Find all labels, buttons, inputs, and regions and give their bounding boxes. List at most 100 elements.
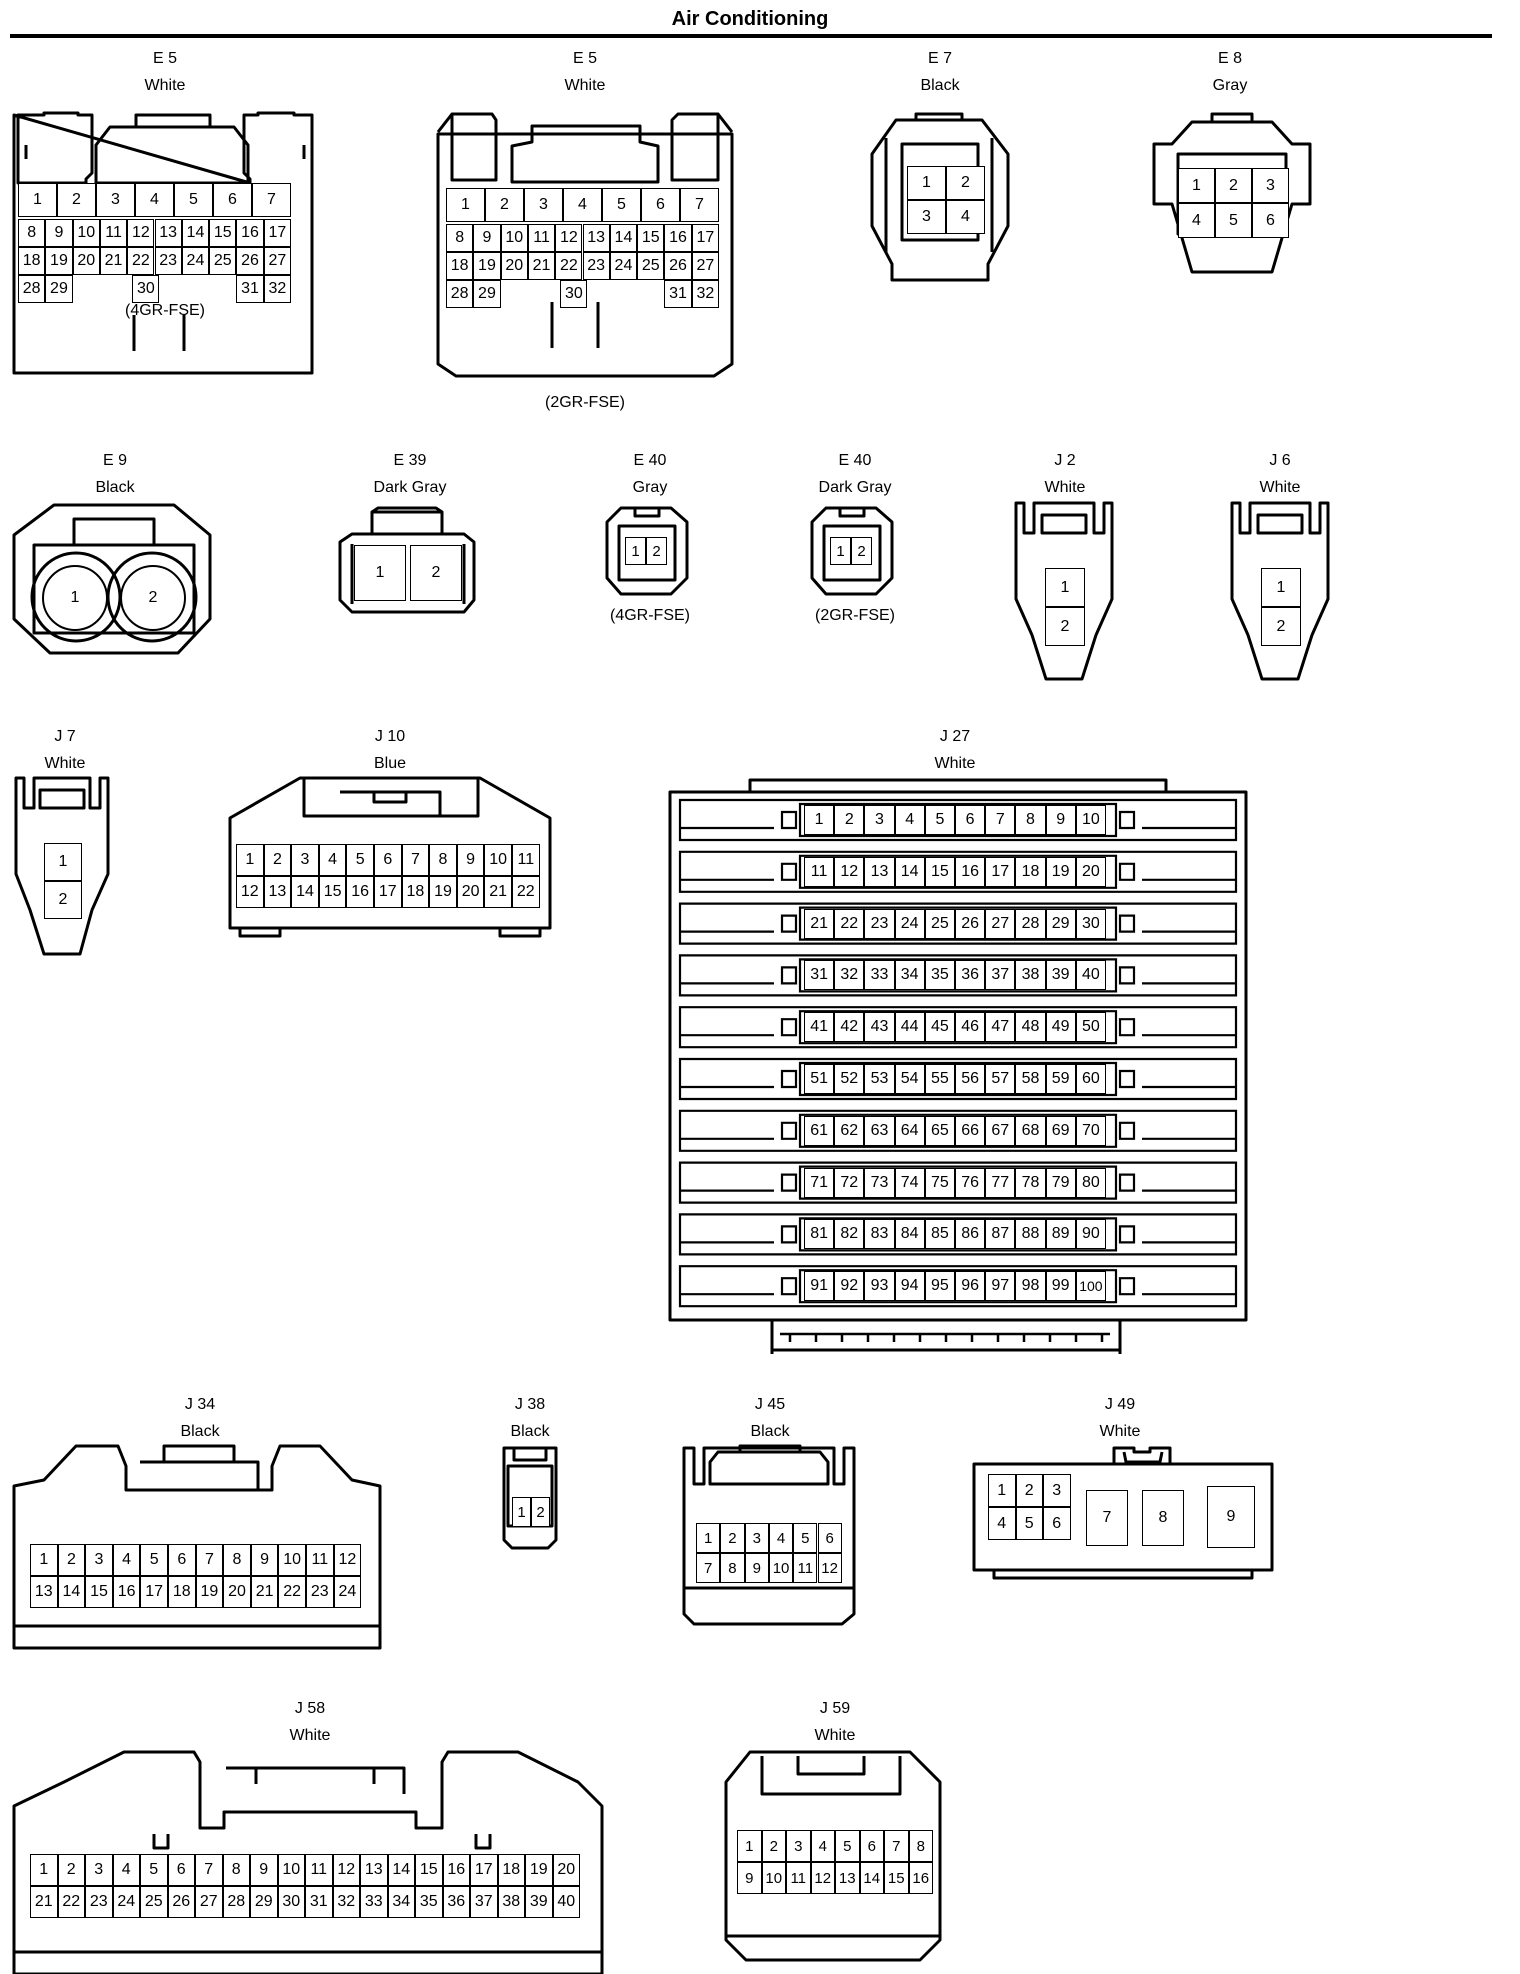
pin-cavity: 7 xyxy=(884,1830,909,1862)
pin-cavity: 2 xyxy=(1215,168,1252,203)
pin-cavity: 71 xyxy=(804,1167,835,1198)
pin-cavity: 13 xyxy=(582,224,610,252)
pin-cavity: 13 xyxy=(864,856,895,887)
pin-cavity: 4 xyxy=(894,805,925,835)
pin-cavity: 11 xyxy=(793,1553,818,1583)
pin-cavity: 9 xyxy=(456,844,485,876)
pin-cavity: 2 xyxy=(1015,1474,1043,1507)
connector-color: White xyxy=(814,1727,856,1744)
pin-cavity: 3 xyxy=(85,1544,113,1576)
pin-cavity: 8 xyxy=(1015,805,1046,835)
pin-cavity: 16 xyxy=(112,1576,141,1608)
pin-cavity: 3 xyxy=(85,1854,113,1886)
connector-color: White xyxy=(44,755,86,772)
pin-cavity: 7 xyxy=(401,844,430,876)
pin-cavity: 3 xyxy=(1043,1474,1071,1507)
pin-cavity: 4 xyxy=(1178,203,1215,238)
pin-cavity: 58 xyxy=(1015,1064,1046,1094)
pin-cavity: 20 xyxy=(456,876,485,908)
pin-cavity: 7 xyxy=(1086,1490,1128,1546)
pin-cavity: 32 xyxy=(691,280,719,308)
pin-cavity: 1 xyxy=(696,1523,721,1553)
title-rule xyxy=(10,34,1492,38)
pin-cavity: 28 xyxy=(18,275,46,303)
pin-cavity: 28 xyxy=(446,280,474,308)
pin-cavity: 17 xyxy=(985,856,1016,887)
connector-housing xyxy=(870,112,1010,282)
pin-cavity: 8 xyxy=(223,1544,251,1576)
pin-cavity: 2 xyxy=(946,166,985,200)
pin-cavity: 1 xyxy=(988,1474,1016,1507)
pin-cavity: 99 xyxy=(1045,1271,1076,1302)
pin-cavity: 31 xyxy=(664,280,692,308)
pin-cavity: 18 xyxy=(1015,856,1046,887)
pin-cavity: 12 xyxy=(817,1553,842,1583)
pin-cavity: 9 xyxy=(473,224,501,252)
pin-cavity: 27 xyxy=(263,247,291,275)
pin-cavity: 70 xyxy=(1075,1115,1106,1146)
pin-cavity: 21 xyxy=(250,1576,279,1608)
pin-cavity: 4 xyxy=(112,1544,141,1576)
pin-cavity: 13 xyxy=(835,1862,860,1894)
pin-cavity: 88 xyxy=(1015,1219,1046,1250)
pin-cavity: 86 xyxy=(955,1219,986,1250)
pin-cavity: 4 xyxy=(112,1854,140,1886)
pin-cavity: 25 xyxy=(209,247,237,275)
pin-cavity: 20 xyxy=(552,1854,580,1886)
connector-color: White xyxy=(1099,1423,1141,1440)
pin-cavity: 1 xyxy=(30,1544,58,1576)
pin-cavity: 13 xyxy=(154,219,182,247)
pin-cavity: 12 xyxy=(236,876,264,908)
pin-cavity: 85 xyxy=(924,1219,955,1250)
pin-cavity: 35 xyxy=(924,960,955,991)
pin-cavity: 95 xyxy=(924,1271,955,1302)
pin-cavity: 1 xyxy=(625,537,646,565)
connector-housing xyxy=(12,1750,604,1974)
pin-cavity: 4 xyxy=(563,188,602,222)
pin-cavity: 7 xyxy=(195,1854,223,1886)
pin-cavity: 22 xyxy=(278,1576,306,1608)
pin-cavity: 7 xyxy=(252,183,291,217)
pin-cavity: 28 xyxy=(222,1886,250,1918)
pin-cavity: 6 xyxy=(859,1830,884,1862)
pin-cavity: 28 xyxy=(1015,908,1046,939)
pin-cavity: 92 xyxy=(834,1271,865,1302)
pin-cavity: 41 xyxy=(804,1012,835,1043)
pin-cavity: 8 xyxy=(18,219,46,247)
connector-code: J 27 xyxy=(939,728,971,745)
pin-cavity: 23 xyxy=(864,908,895,939)
pin-cavity: 10 xyxy=(277,1854,305,1886)
connector-color: White xyxy=(564,77,606,94)
pin-cavity: 73 xyxy=(864,1167,895,1198)
pin-cavity: 19 xyxy=(525,1854,553,1886)
pin-cavity: 18 xyxy=(497,1854,525,1886)
pin-cavity: 47 xyxy=(985,1012,1016,1043)
pin-cavity: 6 xyxy=(213,183,252,217)
pin-cavity: 40 xyxy=(552,1886,580,1918)
pin-cavity: 38 xyxy=(497,1886,525,1918)
pin-cavity: 5 xyxy=(835,1830,860,1862)
pin-cavity: 1 xyxy=(1045,568,1085,607)
pin-cavity: 2 xyxy=(44,881,82,919)
connector-color: White xyxy=(1044,479,1086,496)
pin-cavity: 18 xyxy=(168,1576,196,1608)
pin-cavity: 64 xyxy=(894,1115,925,1146)
pin-cavity: 2 xyxy=(57,1544,86,1576)
pin-cavity: 2 xyxy=(263,844,292,876)
pin-cavity: 20 xyxy=(500,252,528,280)
pin-cavity: 8 xyxy=(908,1830,933,1862)
pin-cavity: 9 xyxy=(737,1862,762,1894)
pin-cavity: 19 xyxy=(195,1576,224,1608)
connector-housing xyxy=(605,506,689,596)
pin-cavity: 69 xyxy=(1045,1115,1076,1146)
pin-cavity: 3 xyxy=(1252,168,1289,203)
pin-cavity: 19 xyxy=(473,252,501,280)
pin-cavity: 17 xyxy=(263,219,291,247)
pin-cavity: 74 xyxy=(894,1167,925,1198)
pin-cavity: 57 xyxy=(985,1064,1016,1094)
pin-cavity: 24 xyxy=(112,1886,140,1918)
pin-cavity: 38 xyxy=(1015,960,1046,991)
pin-cavity: 30 xyxy=(1075,908,1106,939)
pin-cavity: 1 xyxy=(1261,568,1301,607)
connector-code: J 2 xyxy=(1054,452,1076,469)
